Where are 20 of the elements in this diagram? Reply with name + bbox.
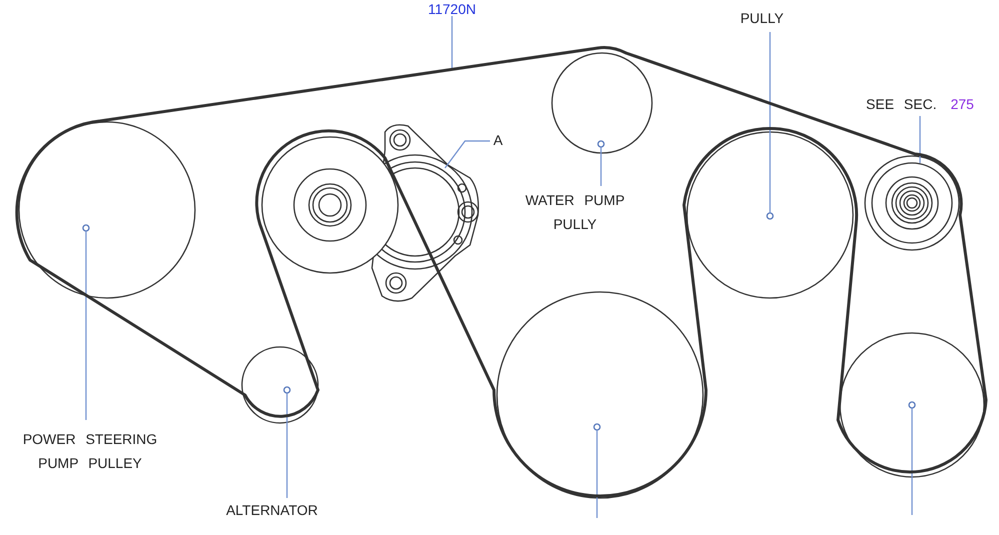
leader-line	[911, 408, 913, 515]
reference-note: SEE SEC.	[866, 96, 937, 112]
leader-line	[451, 16, 453, 68]
cooling-fan-pulley	[686, 131, 854, 299]
leader-line	[919, 116, 921, 163]
leader-line	[596, 430, 598, 518]
section-number: 275	[950, 96, 974, 112]
part-label: A	[488, 128, 508, 152]
leader-line	[85, 231, 87, 420]
part-label: ALTERNATOR	[202, 498, 342, 522]
leader-line	[286, 393, 288, 498]
part-label: PULLY	[712, 6, 812, 30]
drive-belt	[15, 46, 988, 498]
part-label: POWER STEERING PUMP PULLEY	[0, 427, 180, 475]
part-label: WATER PUMP PULLY	[500, 188, 650, 236]
belt-tensioner-drawing	[261, 124, 479, 302]
leader-line	[769, 32, 771, 213]
leader-line	[600, 147, 602, 186]
leader-line	[444, 140, 490, 168]
part-label: 11720N	[402, 0, 502, 21]
